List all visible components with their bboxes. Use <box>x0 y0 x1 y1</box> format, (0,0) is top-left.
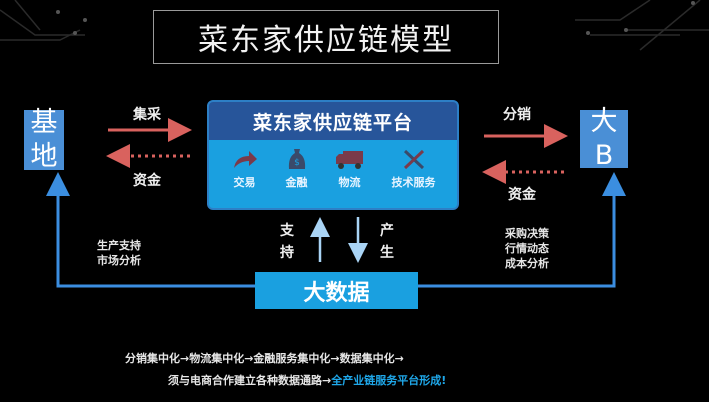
base-node-line1: 基 <box>30 107 58 138</box>
share-arrow-icon <box>233 151 257 168</box>
base-node: 基 地 <box>24 107 64 172</box>
platform-title: 菜东家供应链平台 <box>209 102 457 140</box>
distribution-label: 分销 <box>503 107 531 123</box>
right-notes: 采购决策 行情动态 成本分析 <box>505 227 549 270</box>
footer-line1: 分销集中化→物流集中化→金融服务集中化→数据集中化→ <box>125 352 404 365</box>
service-tech: 技术服务 <box>392 148 436 190</box>
service-trade: 交易 <box>231 148 259 190</box>
tools-icon <box>403 149 424 170</box>
money-bag-icon: $ <box>288 149 305 169</box>
big-b-node: 大 B <box>580 106 628 171</box>
produce-label: 产生 <box>380 223 394 261</box>
truck-icon <box>335 151 363 169</box>
supply-chain-platform: 菜东家供应链平台 交易 $ 金融 物流 技术服务 <box>207 100 459 210</box>
base-node-line2: 地 <box>30 141 58 172</box>
service-logistics: 物流 <box>335 148 365 190</box>
funds-label-right: 资金 <box>508 187 536 203</box>
footer-line2: 须与电商合作建立各种数据通路→全产业链服务平台形成! <box>168 374 447 387</box>
service-finance: $ 金融 <box>286 148 308 190</box>
big-b-line2: B <box>594 140 614 171</box>
funds-label-left: 资金 <box>133 173 161 189</box>
support-label: 支持 <box>280 223 294 261</box>
left-notes: 生产支持 市场分析 <box>97 239 141 267</box>
svg-text:$: $ <box>294 158 300 168</box>
left-feedback-line <box>46 172 255 288</box>
big-data-box: 大数据 <box>255 272 418 309</box>
page-title: 菜东家供应链模型 <box>153 10 499 64</box>
big-b-line1: 大 <box>590 106 618 137</box>
right-feedback-line <box>418 172 626 288</box>
footer-highlight: 全产业链服务平台形成! <box>331 374 447 387</box>
procurement-label: 集采 <box>133 107 161 123</box>
